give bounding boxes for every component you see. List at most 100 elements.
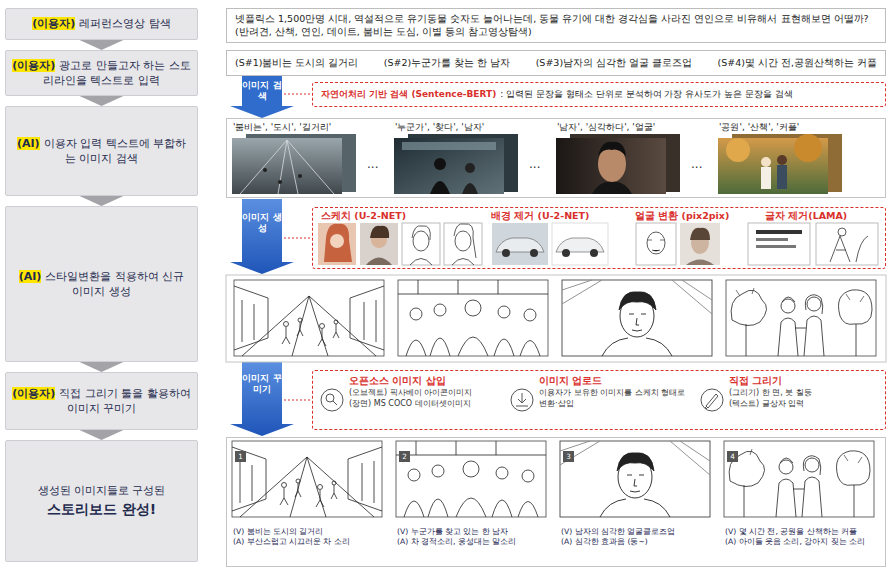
text-wrap: (이용자) 직접 그리기 툴을 활용하여 이미지 꾸미기 xyxy=(12,386,191,417)
text-group: 2 xyxy=(399,444,413,463)
step-box: (이용자) 레퍼런스영상 탐색 xyxy=(5,8,198,40)
label-text: (V) 누군가를 찾고 있는 한 남자 xyxy=(397,527,559,537)
label-text: 생성된 이미지들로 구성된 xyxy=(38,483,166,498)
text-group: 4 xyxy=(727,444,741,463)
text-wrap: (이용자)광고로 만들고자 하는 스토리라인을 텍스트로 입력 xyxy=(12,58,191,89)
text-group: '공원', '산책', '커플' xyxy=(719,121,879,134)
storyboard-box: 1 (V) 붐비는 도시의 길거리(A) 부산스럽고 시끄러운 차 소리 2 (V) … xyxy=(226,437,886,567)
label-text: (이용자) xyxy=(12,387,55,400)
search-result-images xyxy=(232,134,842,194)
label-text: (텍스트) 글상자 입력 xyxy=(729,399,879,410)
label-text: 3 xyxy=(563,451,574,462)
label-text: '남자', '심각하다', '얼굴' xyxy=(557,121,707,134)
label-text: 넷플릭스 1,500만명 시대, 역설적으로 유기동물 숫자도 늘어나는데, 동… xyxy=(235,13,869,37)
text-wrap: (이용자) 레퍼런스영상 탐색 xyxy=(32,16,171,31)
label-text: (그리기) 한 면, 붓 칠등 xyxy=(729,388,879,399)
storyline-box: (S#1)붐비는 도시의 길거리(S#2)누군가를 찾는 한 남자(S#3)남자… xyxy=(226,50,886,76)
text-wrap: 넷플릭스 1,500만명 시대, 역설적으로 유기동물 숫자도 늘어나는데, 동… xyxy=(235,12,877,39)
style-transfer-thumbnails xyxy=(318,223,878,265)
flow-arrow xyxy=(80,196,124,206)
flow-arrow xyxy=(80,40,124,50)
label-text: 레퍼런스영상 탐색 xyxy=(79,17,171,30)
label-text: (A) 부산스럽고 시끄러운 차 소리 xyxy=(233,537,395,547)
label-text: '공원', '산책', '커플' xyxy=(719,121,879,134)
label-text: ··· xyxy=(529,161,555,175)
label-text: 4 xyxy=(727,451,738,462)
text-wrap: 생성된 이미지들로 구성된스토리보드 완성! xyxy=(38,483,166,520)
label-text: (V) 붐비는 도시의 길거리 xyxy=(233,527,395,537)
label-text: 자연어처리 기반 검색 (Sentence-BERT) xyxy=(321,89,496,99)
label-text: (A) 아이들 웃음 소리, 강아지 짖는 소리 xyxy=(725,537,887,547)
text-group: 스케치 (U-2-NET) xyxy=(321,210,461,223)
label-text: (장면) MS COCO 데이터셋이미지 xyxy=(349,399,499,410)
label-text: (A) 심각한 효과음 (둥~) xyxy=(561,537,723,547)
text-group: '붐비는', '도시', '길거리' xyxy=(233,121,383,134)
text-group: 1 xyxy=(235,444,249,463)
label-text: 이미지 꾸미기 xyxy=(242,373,282,395)
text-group: 3 xyxy=(563,444,577,463)
label-text: 2 xyxy=(399,451,410,462)
label-text: (오브젝트) 픽사베이 아이콘이미지 xyxy=(349,388,499,399)
text-wrap: (AI)이용자 입력 텍스트에 부합하는 이미지 검색 xyxy=(12,136,191,167)
label-text: (V) 몇 시간 전, 공원을 산책하는 커플 xyxy=(725,527,887,537)
method-box: 자연어처리 기반 검색 (Sentence-BERT) : 입력된 문장을 형태소… xyxy=(312,82,886,107)
step-box: 생성된 이미지들로 구성된스토리보드 완성! xyxy=(5,440,198,562)
label-text: 1 xyxy=(235,451,246,462)
label-text: (AI) xyxy=(19,270,42,283)
method-box: 오픈소스 이미지 삽입(오브젝트) 픽사베이 아이콘이미지(장면) MS COC… xyxy=(312,370,886,430)
text-wrap: 자연어처리 기반 검색 (Sentence-BERT) : 입력된 문장을 형태소… xyxy=(321,88,877,101)
text-group: '누군가', '찾다', '남자' xyxy=(395,121,545,134)
generated-sketches xyxy=(226,275,886,362)
text-group: '남자', '심각하다', '얼굴' xyxy=(557,121,707,134)
label-text: (이용자) xyxy=(32,17,75,30)
step-box: (AI)이용자 입력 텍스트에 부합하는 이미지 검색 xyxy=(5,106,198,196)
text-group: ··· xyxy=(529,161,555,175)
text-group: 오픈소스 이미지 삽입(오브젝트) 픽사베이 아이콘이미지(장면) MS COC… xyxy=(349,375,499,410)
search-result-box: '붐비는', '도시', '길거리' ··· '누군가', '찾다', '남자' ··… xyxy=(226,118,886,198)
flow-arrow xyxy=(80,362,124,372)
label-text: (S#1)붐비는 도시의 길거리 xyxy=(235,57,359,70)
flow-arrow xyxy=(80,96,124,106)
label-text: 직접 그리기 툴을 활용하여 이미지 꾸미기 xyxy=(59,387,191,415)
label-text: (이용자) xyxy=(12,59,55,72)
text-group: 배경 제거 (U-2-NET) xyxy=(491,210,631,223)
step-box: (이용자)광고로 만들고자 하는 스토리라인을 텍스트로 입력 xyxy=(5,50,198,96)
label-text: 이용자가 보유한 이미지를 스케치 형태로 변환·삽입 xyxy=(539,388,689,410)
text-group: 얼굴 변환 (pix2pix) xyxy=(635,210,755,223)
label-text: : 입력된 문장을 형태소 단위로 분석하여 가장 유사도가 높은 문장을 검색 xyxy=(500,89,793,99)
text-group: 글자 제거(LAMA) xyxy=(765,210,883,223)
label-text: 직접 그리기 xyxy=(729,375,879,388)
storyboard-panels xyxy=(232,441,874,517)
text-group: ··· xyxy=(367,161,393,175)
text-group: 직접 그리기(그리기) 한 면, 붓 칠등(텍스트) 글상자 입력 xyxy=(729,375,879,410)
label-text: (S#3)남자의 심각한 얼굴 클로즈업 xyxy=(536,57,693,70)
method-box: 스케치 (U-2-NET) 배경 제거 (U-2-NET) 얼굴 변환 (pix2p… xyxy=(312,207,886,269)
text-group: (V) 몇 시간 전, 공원을 산책하는 커플(A) 아이들 웃음 소리, 강아… xyxy=(725,527,887,547)
label-text: 광고로 만들고자 하는 스토리라인을 텍스트로 입력 xyxy=(43,59,191,87)
label-text: ··· xyxy=(367,161,393,175)
text-group: (V) 누군가를 찾고 있는 한 남자(A) 차 경적소리, 웅성대는 말소리 xyxy=(397,527,559,547)
label-text: 얼굴 변환 (pix2pix) xyxy=(635,210,755,223)
text-group: (V) 붐비는 도시의 길거리(A) 부산스럽고 시끄러운 차 소리 xyxy=(233,527,395,547)
label-text: 스타일변환을 적용하여 신규 이미지 생성 xyxy=(45,270,184,298)
label-text: 스토리보드 완성! xyxy=(38,500,166,520)
text-group: (V) 남자의 심각한 얼굴클로즈업(A) 심각한 효과음 (둥~) xyxy=(561,527,723,547)
label-text: 이미지 검색 xyxy=(242,80,282,102)
label-text: 배경 제거 (U-2-NET) xyxy=(491,210,631,223)
text-group: ··· xyxy=(691,161,717,175)
label-text: (V) 남자의 심각한 얼굴클로즈업 xyxy=(561,527,723,537)
step-box: (이용자) 직접 그리기 툴을 활용하여 이미지 꾸미기 xyxy=(5,372,198,430)
label-text: 이용자 입력 텍스트에 부합하는 이미지 검색 xyxy=(44,137,187,165)
label-text: 오픈소스 이미지 삽입 xyxy=(349,375,499,388)
label-text: 이미지 업로드 xyxy=(539,375,689,388)
label-text: '누군가', '찾다', '남자' xyxy=(395,121,545,134)
label-text: 글자 제거(LAMA) xyxy=(765,210,883,223)
label-text: '붐비는', '도시', '길거리' xyxy=(233,121,383,134)
tool-icon xyxy=(321,389,723,411)
label-text: (S#4)몇 시간 전,공원산책하는 커플 xyxy=(717,57,877,70)
label-text: ··· xyxy=(691,161,717,175)
text-group: 이미지 업로드이용자가 보유한 이미지를 스케치 형태로 변환·삽입 xyxy=(539,375,689,410)
flow-arrow xyxy=(230,76,294,118)
label-text: 이미지 생성 xyxy=(242,212,282,234)
